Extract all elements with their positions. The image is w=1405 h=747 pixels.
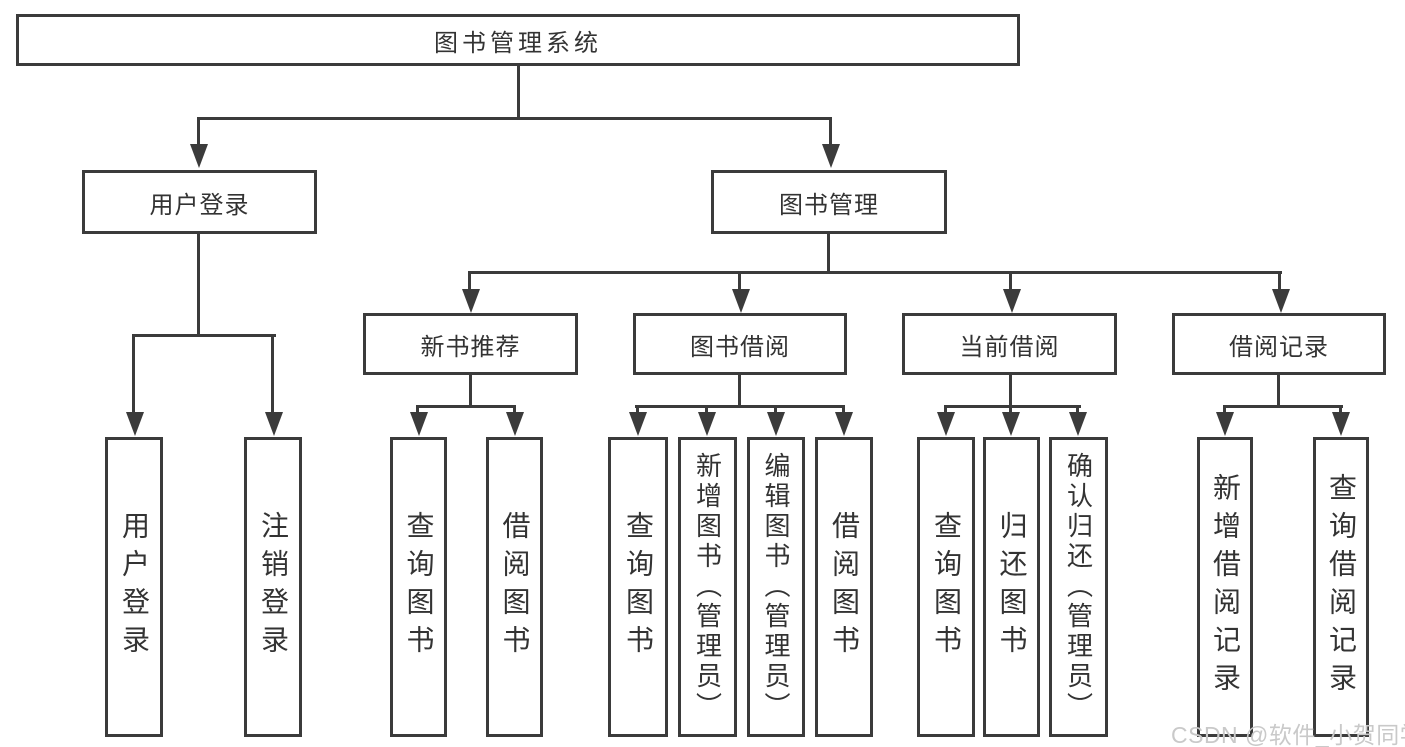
connector-line [197, 234, 200, 336]
connector-line [1009, 375, 1012, 407]
connector-line [738, 271, 741, 292]
arrow-down-icon [126, 412, 144, 436]
connector-line [1223, 405, 1343, 408]
arrow-down-icon [629, 412, 647, 436]
connector-line [469, 375, 472, 407]
leaf-query-books-borrow-label: 查询图书 [623, 511, 654, 663]
leaf-query-borrow-record-label: 查询借阅记录 [1326, 473, 1357, 701]
node-borrow-records: 借阅记录 [1172, 313, 1386, 375]
leaf-logout-label: 注销登录 [258, 511, 289, 663]
leaf-logout: 注销登录 [244, 437, 302, 737]
leaf-query-books-borrow: 查询图书 [608, 437, 668, 737]
node-borrow-records-label: 借阅记录 [1229, 333, 1329, 361]
connector-line [1278, 271, 1281, 292]
leaf-confirm-return-admin-label: 确认归还（管理员） [1063, 452, 1094, 722]
node-book-management-label: 图书管理 [779, 191, 879, 219]
connector-line [416, 405, 419, 417]
leaf-add-book-admin: 新增图书（管理员） [678, 437, 737, 737]
leaf-add-book-admin-label: 新增图书（管理员） [692, 452, 723, 722]
leaf-return-book: 归还图书 [983, 437, 1040, 737]
connector-line [1277, 375, 1280, 407]
arrow-down-icon [1332, 412, 1350, 436]
connector-line [705, 405, 708, 417]
node-book-borrow: 图书借阅 [633, 313, 847, 375]
connector-line [1009, 405, 1012, 417]
arrow-down-icon [1272, 289, 1290, 313]
leaf-confirm-return-admin: 确认归还（管理员） [1049, 437, 1108, 737]
leaf-user-login-label: 用户登录 [119, 511, 150, 663]
node-current-borrow: 当前借阅 [902, 313, 1117, 375]
arrow-down-icon [698, 412, 716, 436]
arrow-down-icon [1069, 412, 1087, 436]
node-root: 图书管理系统 [16, 14, 1020, 66]
node-new-book-recommend: 新书推荐 [363, 313, 578, 375]
node-current-borrow-label: 当前借阅 [959, 333, 1060, 361]
connector-line [827, 234, 830, 274]
arrow-down-icon [937, 412, 955, 436]
connector-line [271, 334, 274, 414]
node-book-management: 图书管理 [711, 170, 947, 234]
connector-line [774, 405, 777, 417]
leaf-borrow-books-recommend: 借阅图书 [486, 437, 543, 737]
node-new-book-recommend-label: 新书推荐 [420, 333, 521, 361]
leaf-edit-book-admin: 编辑图书（管理员） [747, 437, 805, 737]
arrow-down-icon [732, 289, 750, 313]
node-user-login-label: 用户登录 [149, 191, 250, 219]
leaf-query-books-recommend: 查询图书 [390, 437, 447, 737]
arrow-down-icon [1002, 412, 1020, 436]
arrow-down-icon [767, 412, 785, 436]
connector-line [197, 117, 200, 148]
leaf-borrow-books-label: 借阅图书 [829, 511, 860, 663]
leaf-add-borrow-record: 新增借阅记录 [1197, 437, 1253, 737]
connector-line [635, 405, 845, 408]
leaf-query-borrow-record: 查询借阅记录 [1313, 437, 1369, 737]
leaf-add-borrow-record-label: 新增借阅记录 [1210, 473, 1241, 701]
connector-line [468, 271, 1282, 274]
connector-line [738, 375, 741, 407]
connector-line [1339, 405, 1342, 417]
connector-line [416, 405, 516, 408]
connector-line [468, 271, 471, 292]
node-user-login: 用户登录 [82, 170, 317, 234]
leaf-query-books-recommend-label: 查询图书 [403, 511, 435, 663]
connector-line [132, 334, 276, 337]
leaf-borrow-books: 借阅图书 [815, 437, 873, 737]
leaf-return-book-label: 归还图书 [996, 511, 1028, 663]
watermark-text: CSDN @软件_小贺同学 [1171, 722, 1405, 747]
connector-line [517, 66, 520, 119]
connector-line [1009, 271, 1012, 292]
arrow-down-icon [1216, 412, 1234, 436]
leaf-user-login: 用户登录 [105, 437, 163, 737]
connector-line [132, 334, 135, 414]
arrow-down-icon [265, 412, 283, 436]
leaf-edit-book-admin-label: 编辑图书（管理员） [761, 452, 791, 722]
arrow-down-icon [835, 412, 853, 436]
connector-line [197, 117, 832, 120]
connector-line [1223, 405, 1226, 417]
leaf-borrow-books-recommend-label: 借阅图书 [499, 511, 531, 663]
connector-line [944, 405, 1081, 408]
connector-line [1076, 405, 1079, 417]
leaf-query-books-current: 查询图书 [917, 437, 975, 737]
arrow-down-icon [506, 412, 524, 436]
connector-line [636, 405, 639, 417]
connector-line [513, 405, 516, 417]
connector-line [842, 405, 845, 417]
connector-line [944, 405, 947, 417]
leaf-query-books-current-label: 查询图书 [931, 511, 962, 663]
arrow-down-icon [1003, 289, 1021, 313]
connector-line [829, 117, 832, 148]
arrow-down-icon [410, 412, 428, 436]
node-book-borrow-label: 图书借阅 [690, 333, 790, 361]
arrow-down-icon [190, 144, 208, 168]
arrow-down-icon [822, 144, 840, 168]
node-root-label: 图书管理系统 [434, 29, 602, 57]
arrow-down-icon [462, 289, 480, 313]
